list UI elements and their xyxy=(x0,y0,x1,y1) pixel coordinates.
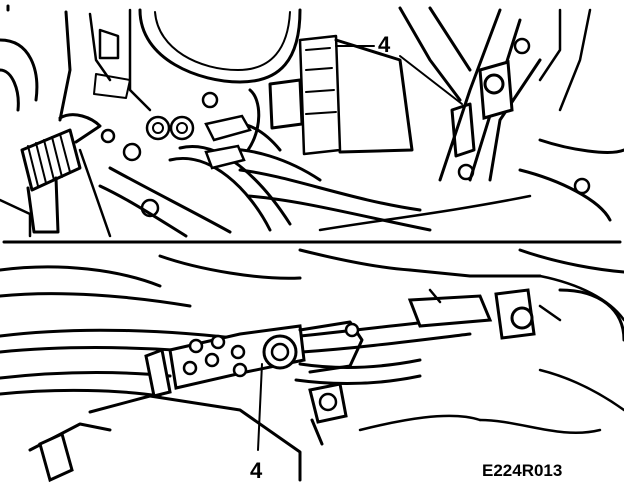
callout-label-top: 4 xyxy=(378,32,391,57)
image-code: E224R013 xyxy=(482,461,562,480)
top-view: 4 xyxy=(0,4,624,238)
bracket-top xyxy=(398,6,592,182)
vacuum-hoses-top xyxy=(98,121,432,238)
callout-label-bottom: 4 xyxy=(250,458,263,483)
bottom-view: 4 E224R013 xyxy=(0,248,624,483)
corrugated-hose xyxy=(20,113,102,234)
bracket-bottom xyxy=(144,320,364,398)
bolt-heads-top xyxy=(100,91,591,218)
